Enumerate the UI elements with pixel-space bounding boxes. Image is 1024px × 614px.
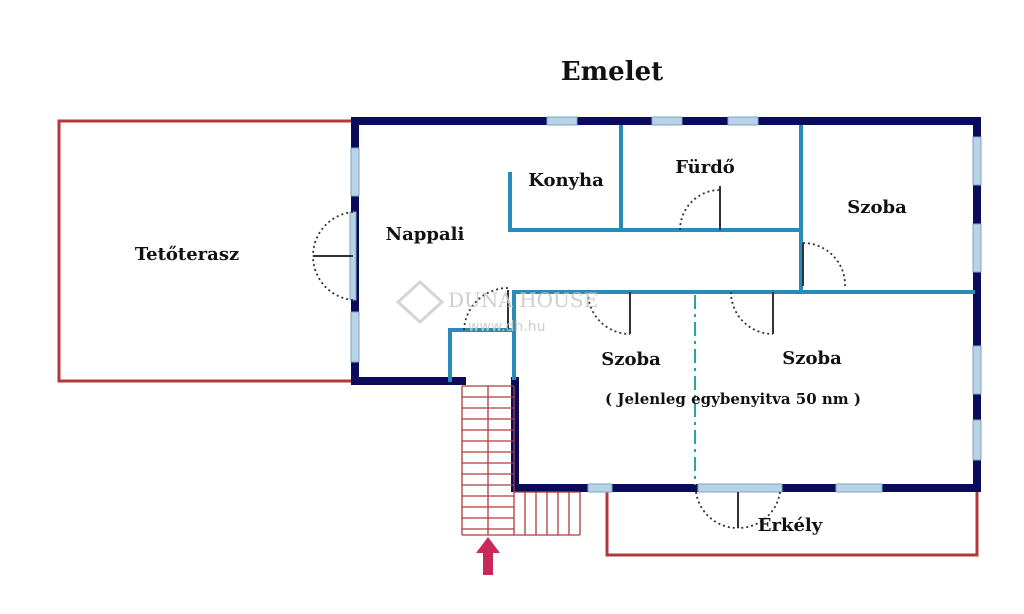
room-label-szoba-mid: Szoba — [601, 349, 661, 370]
door-terrace — [312, 211, 354, 301]
svg-text:www.dh.hu: www.dh.hu — [468, 319, 545, 335]
door-balcony — [695, 491, 781, 529]
entrance-arrow-icon — [476, 537, 500, 575]
door-bathroom — [679, 186, 721, 231]
windows — [349, 116, 982, 493]
door-bedroom-mid — [587, 291, 631, 335]
door-bedroom-e — [730, 291, 774, 335]
room-label-nappali: Nappali — [386, 224, 465, 245]
staircase — [461, 385, 581, 536]
roof-terrace-outline — [57, 119, 355, 383]
room-label-erkely: Erkély — [758, 515, 823, 536]
room-label-furdo: Fürdő — [675, 157, 735, 178]
interior-walls — [448, 125, 975, 382]
room-label-konyha: Konyha — [528, 170, 604, 191]
watermark: DUNA HOUSE www.dh.hu — [395, 279, 598, 335]
room-label-szoba-e: Szoba — [782, 348, 842, 369]
plan-title: Emelet — [561, 57, 663, 87]
room-label-szoba-ne: Szoba — [847, 197, 907, 218]
merged-rooms-note: ( Jelenleg egybenyitva 50 nm ) — [605, 390, 861, 408]
door-living — [463, 287, 509, 331]
balcony-outline — [605, 490, 979, 557]
room-label-tetoterasz: Tetőterasz — [135, 244, 239, 265]
svg-text:DUNA HOUSE: DUNA HOUSE — [448, 288, 598, 312]
door-bedroom-ne — [802, 242, 846, 287]
